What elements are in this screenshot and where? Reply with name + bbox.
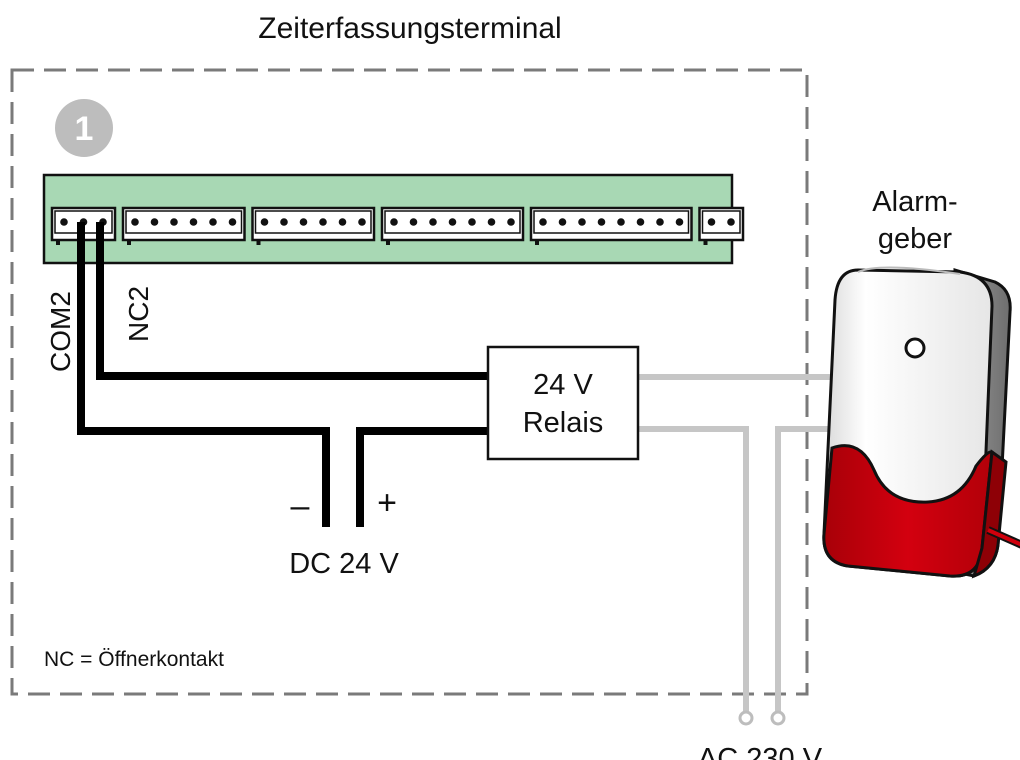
terminal-block	[380, 206, 525, 245]
terminal-pin	[409, 218, 418, 226]
terminal-pin	[299, 218, 308, 226]
terminal-pin	[189, 218, 198, 226]
alarm-label-line2: geber	[878, 223, 953, 255]
relay-box: 24 V Relais	[486, 345, 640, 461]
terminal-pin	[131, 218, 139, 226]
terminal-block	[251, 206, 376, 245]
terminal-pin	[468, 218, 476, 226]
terminal-pin	[170, 218, 178, 226]
terminal-board	[42, 173, 745, 265]
terminal-pin	[429, 218, 437, 226]
ac-supply-label: AC 230 V	[698, 743, 823, 760]
dc-plus-sign: +	[377, 484, 397, 522]
dc-minus-sign: –	[291, 487, 310, 525]
terminal-pin	[675, 218, 684, 226]
terminal-enclosure	[10, 68, 809, 696]
alarm-label-line1: Alarm-	[872, 186, 957, 218]
terminal-pin	[578, 218, 586, 226]
terminal-pin	[636, 218, 645, 226]
relay-label-voltage: 24 V	[533, 369, 593, 401]
siren-to-ac-wire	[775, 426, 832, 713]
terminal-pin	[448, 218, 457, 226]
terminal-pin	[539, 218, 547, 226]
terminal-pin	[487, 218, 496, 226]
terminal-pin	[507, 218, 515, 226]
terminal-block	[529, 206, 693, 245]
alarm-siren-illustration	[822, 266, 1020, 579]
terminal-pin	[727, 218, 735, 226]
terminal-pin	[597, 218, 606, 226]
dc-supply-label: DC 24 V	[289, 548, 399, 580]
terminal-blocks	[50, 206, 745, 245]
step-badge: 1	[55, 99, 113, 157]
terminal-pin	[707, 218, 716, 226]
terminal-block	[698, 206, 745, 245]
relay-control-wires	[77, 222, 490, 527]
siren-indicator-icon	[904, 337, 926, 359]
terminal-pin	[209, 218, 217, 226]
com2-wire	[77, 222, 330, 527]
ac-terminals	[738, 710, 786, 726]
nc2-wire	[96, 222, 490, 380]
legend-text: NC = Öffnerkontakt	[44, 648, 224, 671]
relay-to-ac-wire	[637, 426, 749, 713]
step-badge-number: 1	[75, 110, 94, 148]
dc-plus-wire	[356, 427, 490, 527]
relay-label-name: Relais	[523, 407, 604, 439]
terminal-block	[121, 206, 246, 245]
terminal-label-com2: COM2	[45, 291, 76, 372]
terminal-pin	[358, 218, 366, 226]
terminal-pin	[319, 218, 327, 226]
mains-wires	[637, 374, 832, 713]
terminal-pin	[617, 218, 625, 226]
terminal-pin	[150, 218, 159, 226]
terminal-pin	[60, 218, 68, 226]
diagram-title: Zeiterfassungsterminal	[258, 12, 561, 45]
terminal-pin	[280, 218, 288, 226]
terminal-pin	[656, 218, 664, 226]
terminal-pin	[338, 218, 347, 226]
terminal-pin	[558, 218, 567, 226]
terminal-label-nc2: NC2	[123, 286, 154, 342]
terminal-pin	[260, 218, 269, 226]
terminal-pin	[228, 218, 237, 226]
terminal-pin	[390, 218, 398, 226]
